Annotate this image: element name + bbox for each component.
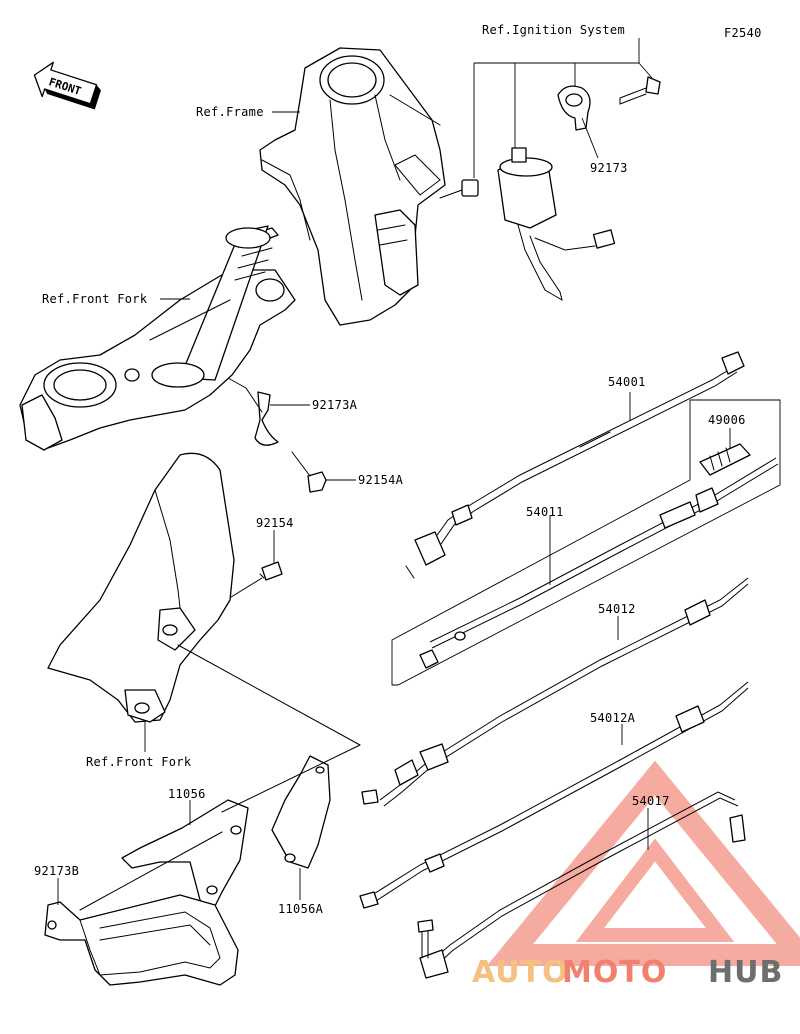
label-ref-frame: Ref.Frame <box>196 105 264 119</box>
cable-54017 <box>417 791 746 979</box>
label-11056: 11056 <box>168 787 206 801</box>
cable-54011 <box>391 399 781 686</box>
front-arrow-icon: FRONT <box>33 61 101 110</box>
ignition-coil <box>439 147 616 302</box>
adjuster-49006 <box>699 428 751 476</box>
watermark-text: AUTO MOTO HUB <box>472 955 783 990</box>
label-54012: 54012 <box>598 602 636 616</box>
label-92173B: 92173B <box>34 864 79 878</box>
label-92154A: 92154A <box>358 473 404 487</box>
diagram-code: F2540 <box>724 26 762 40</box>
frame-headstock <box>259 47 446 326</box>
label-92173A: 92173A <box>312 398 358 412</box>
label-ref-ignition: Ref.Ignition System <box>482 23 625 37</box>
label-ref-front-fork-bottom: Ref.Front Fork <box>86 755 192 769</box>
clamp-92173 <box>557 85 599 159</box>
label-54017: 54017 <box>632 794 670 808</box>
watermark-triangle-outer <box>486 760 800 966</box>
bracket-11056 <box>121 799 249 913</box>
screw-92154A <box>291 451 356 493</box>
steering-stem <box>19 225 296 451</box>
watermark-triangle-inner <box>575 838 735 942</box>
watermark-logo <box>486 760 800 966</box>
screw-92154 <box>209 530 283 611</box>
cable-guide <box>47 452 361 752</box>
watermark-hub: HUB <box>708 955 783 990</box>
ignition-bolt <box>619 76 661 105</box>
cable-54001 <box>405 351 745 579</box>
clamp-92173A <box>227 377 310 446</box>
label-54011: 54011 <box>526 505 564 519</box>
label-49006: 49006 <box>708 413 746 427</box>
label-54001: 54001 <box>608 375 646 389</box>
label-11056A: 11056A <box>278 902 324 916</box>
ignition-ref-leader <box>473 38 653 178</box>
label-ref-front-fork-top: Ref.Front Fork <box>42 292 148 306</box>
cable-54012 <box>361 577 749 807</box>
label-54012A: 54012A <box>590 711 636 725</box>
cable-54012A <box>359 681 749 909</box>
label-92154: 92154 <box>256 516 294 530</box>
label-92173: 92173 <box>590 161 628 175</box>
guard-92173B <box>44 831 239 986</box>
watermark-auto: AUTO <box>472 955 569 990</box>
bracket-11056A <box>221 744 361 900</box>
watermark-moto: MOTO <box>562 955 667 990</box>
